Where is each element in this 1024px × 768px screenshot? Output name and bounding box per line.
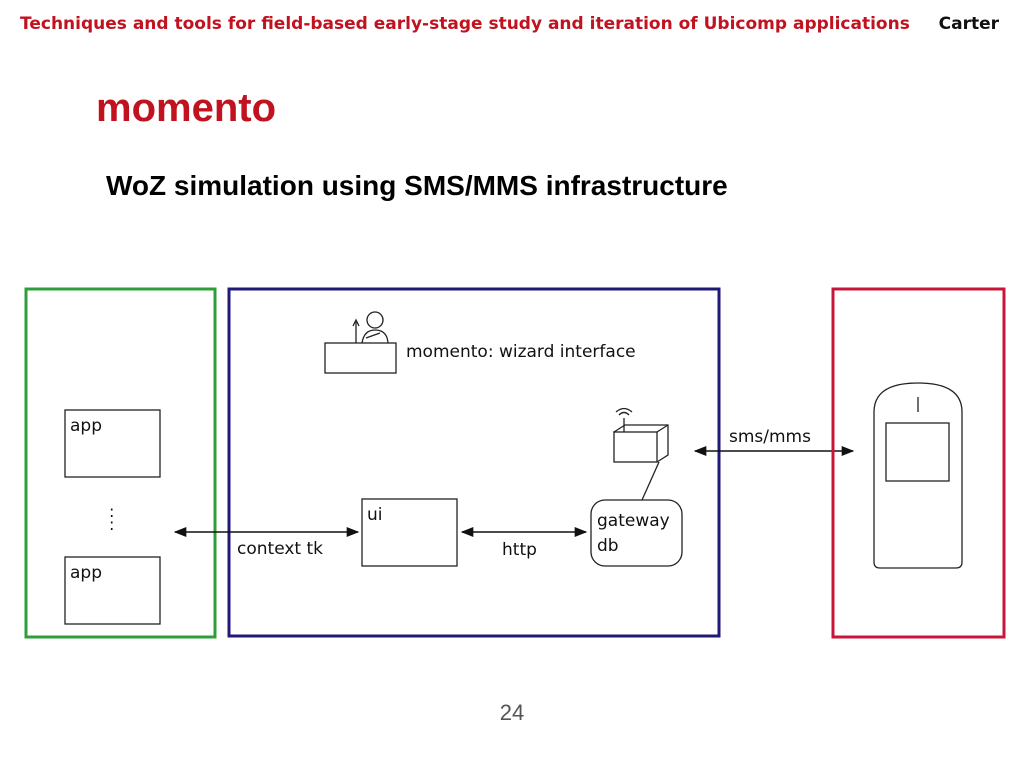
app-label-top: app	[70, 416, 102, 436]
phone-panel	[831, 287, 1006, 639]
wizard-interface-label: momento: wizard interface	[406, 342, 636, 362]
app-ellipsis-upper: :	[109, 502, 114, 521]
context-tk-label: context tk	[237, 539, 323, 559]
app-box-bottom: app	[64, 556, 161, 625]
mobile-phone-icon	[873, 382, 963, 569]
gateway-device-icon	[612, 407, 669, 463]
wizard-person-icon	[324, 311, 397, 374]
gateway-db-box: gateway db	[590, 499, 683, 567]
gateway-connector	[641, 461, 660, 501]
http-label: http	[502, 540, 537, 560]
ui-label: ui	[367, 505, 383, 525]
sms-mms-label: sms/mms	[729, 427, 811, 447]
server-panel	[227, 287, 721, 638]
slide-title: momento	[96, 86, 276, 130]
header-author: Carter	[938, 14, 999, 34]
db-label: db	[597, 536, 619, 556]
page-number: 24	[499, 700, 525, 725]
slide-subtitle: WoZ simulation using SMS/MMS infrastruct…	[106, 170, 728, 201]
gateway-label: gateway	[597, 511, 670, 531]
header-title: Techniques and tools for field-based ear…	[20, 14, 910, 34]
app-box-top: app	[64, 409, 161, 478]
app-ellipsis-lower: :	[109, 515, 114, 534]
app-label-bottom: app	[70, 563, 102, 583]
ui-box: ui	[361, 498, 458, 567]
apps-panel	[24, 287, 217, 639]
